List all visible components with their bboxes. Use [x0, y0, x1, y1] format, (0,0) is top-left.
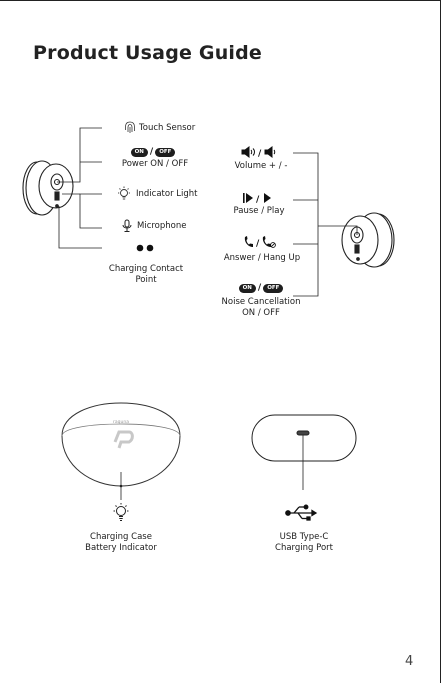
svg-text:/: /: [256, 239, 260, 249]
on-pill: ON: [130, 148, 148, 157]
noise-toggle-pills: ON/OFF: [224, 283, 298, 295]
svg-text:/: /: [256, 195, 260, 205]
noise-cancellation-label-line2: ON / OFF: [242, 308, 280, 318]
microphone-icon: [122, 219, 132, 232]
indicator-light-label: Indicator Light: [136, 189, 198, 199]
answer-hangup-label: Answer / Hang Up: [223, 253, 301, 263]
usb-port-label-line1: USB Type-C: [279, 532, 329, 542]
svg-text:/: /: [258, 149, 262, 159]
charging-contact-label-line2: Point: [135, 275, 157, 285]
off-pill: OFF: [155, 148, 176, 157]
case-logo-text: raguna: [113, 420, 129, 425]
pause-play-label: Pause / Play: [233, 206, 285, 216]
page-border-right: [440, 0, 441, 683]
speaker-icon: /: [241, 146, 276, 159]
phone-icon: /: [244, 236, 276, 249]
play-pause-icon: /: [243, 193, 271, 205]
noise-cancellation-label-line1: Noise Cancellation: [221, 297, 301, 307]
light-bulb-icon: [118, 186, 130, 200]
charging-contact-label-line1: Charging Contact: [108, 264, 184, 274]
light-bulb-icon: [113, 503, 129, 521]
page-title: Product Usage Guide: [33, 42, 263, 64]
on-pill: ON: [238, 284, 256, 293]
off-pill: OFF: [263, 284, 284, 293]
case-battery-label-line2: Battery Indicator: [85, 543, 157, 553]
usb-icon: [285, 504, 318, 521]
page-number: 4: [405, 654, 414, 669]
case-battery-label-line1: Charging Case: [90, 532, 152, 542]
volume-label: Volume + / -: [234, 161, 288, 171]
fingerprint-icon: [125, 121, 135, 133]
power-toggle-pills: ON/OFF: [116, 147, 190, 159]
microphone-label: Microphone: [137, 221, 187, 231]
touch-sensor-label: Touch Sensor: [139, 123, 196, 133]
power-label: Power ON / OFF: [121, 159, 189, 169]
usb-port-label-line2: Charging Port: [275, 543, 333, 553]
page-border-top: [0, 0, 440, 7]
charging-contact-dots: [136, 244, 154, 252]
